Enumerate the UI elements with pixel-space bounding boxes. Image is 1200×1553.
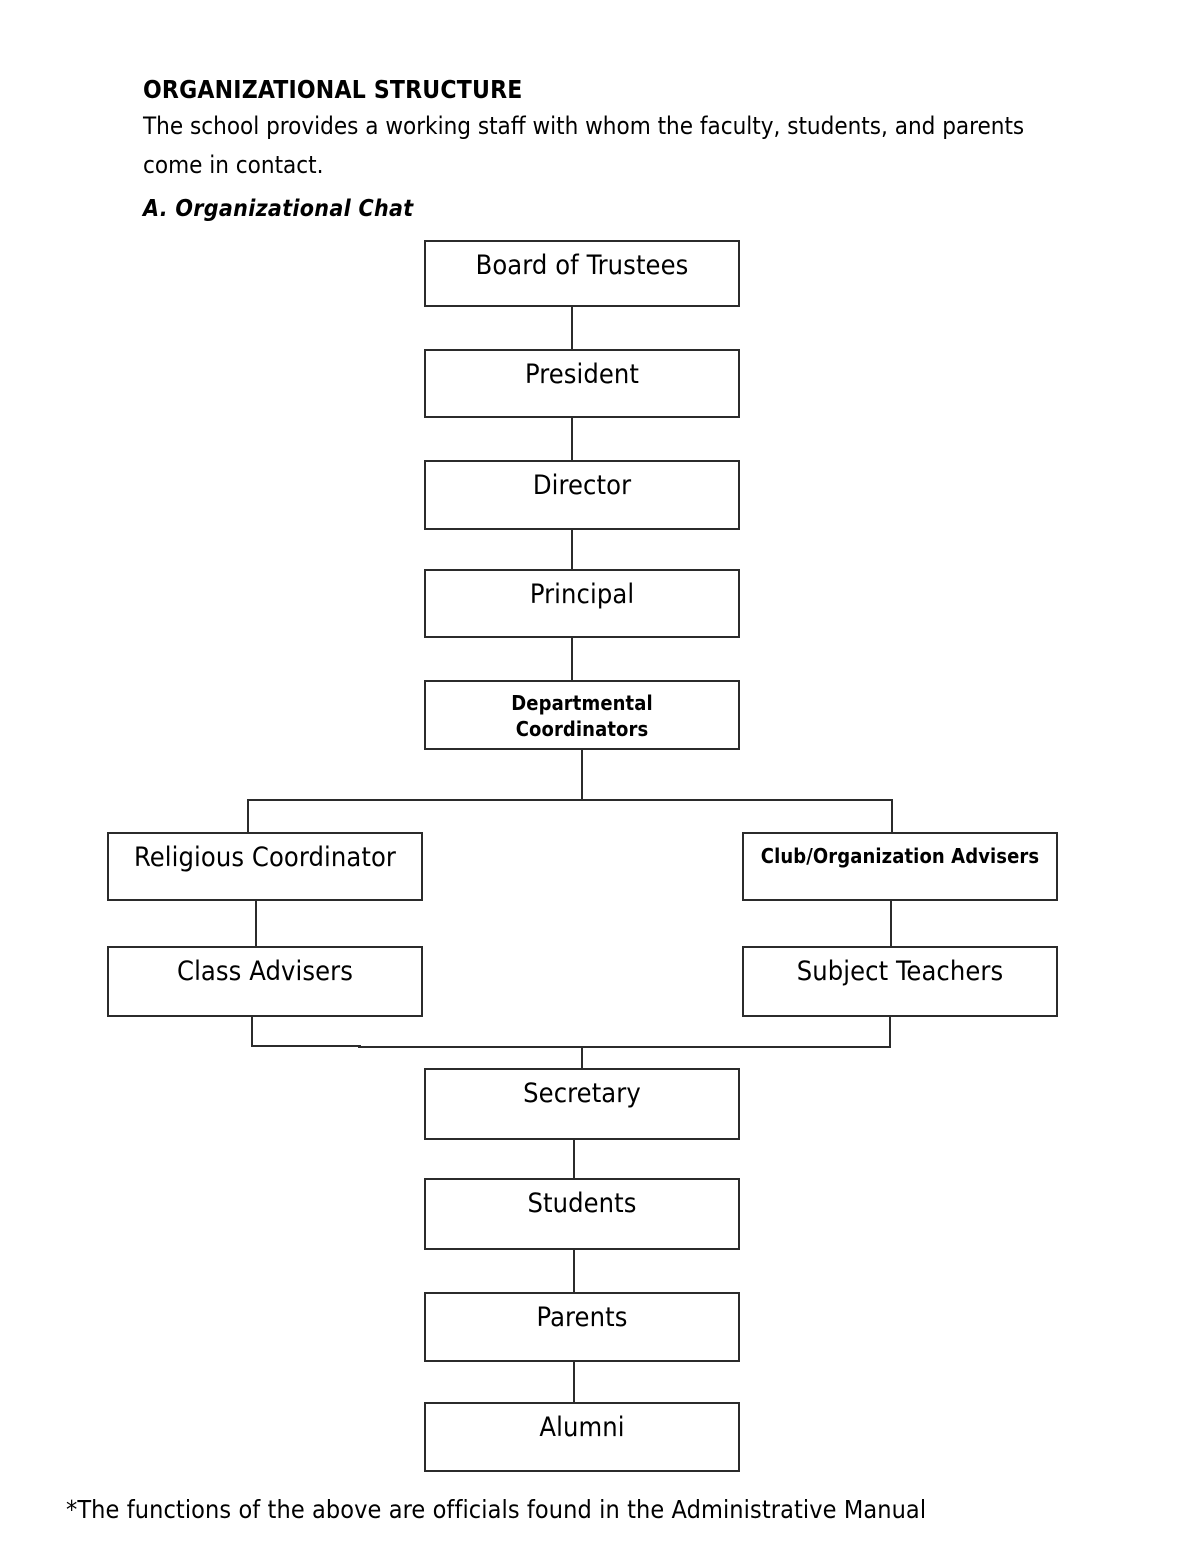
heading-block: ORGANIZATIONAL STRUCTURE The school prov…	[143, 75, 1073, 185]
node-label-line-2: Coordinators	[515, 717, 649, 742]
connector-director-to-principal	[571, 530, 573, 569]
node-class-advisers: Class Advisers	[107, 946, 423, 1017]
connector-split-to-club-organization-advisers	[891, 799, 893, 832]
node-subject-teachers: Subject Teachers	[742, 946, 1058, 1017]
node-label: Departmental Coordinators	[426, 682, 738, 743]
node-label: Class Advisers	[177, 956, 353, 987]
footnote: *The functions of the above are official…	[66, 1495, 927, 1524]
connector-deptcoord-split-rail	[247, 799, 893, 801]
node-label: Director	[532, 470, 632, 501]
node-president: President	[424, 349, 740, 418]
node-students: Students	[424, 1178, 740, 1250]
connector-merge-rail-left	[251, 1045, 361, 1047]
node-label: Club/Organization Advisers	[760, 844, 1040, 868]
node-label: Students	[527, 1188, 637, 1219]
connector-parents-to-alumni	[573, 1362, 575, 1402]
connector-merge-to-secretary	[581, 1046, 583, 1068]
node-alumni: Alumni	[424, 1402, 740, 1472]
node-label: Religious Coordinator	[133, 842, 396, 873]
node-label: Alumni	[539, 1412, 625, 1443]
connector-president-to-director	[571, 418, 573, 460]
connector-deptcoord-stem	[581, 750, 583, 800]
connector-religious-to-class-advisers	[255, 901, 257, 946]
connector-principal-to-departmental-coordinators	[571, 638, 573, 680]
connector-club-to-subject-teachers	[890, 901, 892, 946]
node-label: Secretary	[523, 1078, 641, 1109]
connector-class-advisers-drop	[251, 1017, 253, 1047]
node-label: Subject Teachers	[796, 956, 1004, 987]
node-parents: Parents	[424, 1292, 740, 1362]
connector-split-to-religious-coordinator	[247, 799, 249, 832]
node-label: Board of Trustees	[475, 250, 689, 281]
connector-secretary-to-students	[573, 1140, 575, 1178]
connector-subject-teachers-drop	[889, 1017, 891, 1047]
node-label-line-1: Departmental	[511, 691, 653, 715]
node-principal: Principal	[424, 569, 740, 638]
node-departmental-coordinators: Departmental Coordinators	[424, 680, 740, 750]
connector-students-to-parents	[573, 1250, 575, 1292]
connector-board-to-president	[571, 307, 573, 349]
page-title: ORGANIZATIONAL STRUCTURE	[143, 75, 523, 104]
node-board-of-trustees: Board of Trustees	[424, 240, 740, 307]
intro-paragraph: The school provides a working staff with…	[143, 111, 1025, 179]
node-director: Director	[424, 460, 740, 530]
node-label: President	[524, 359, 640, 390]
node-label: Parents	[536, 1302, 628, 1333]
connector-merge-rail-main	[358, 1046, 891, 1048]
node-club-organization-advisers: Club/Organization Advisers	[742, 832, 1058, 901]
node-religious-coordinator: Religious Coordinator	[107, 832, 423, 901]
node-secretary: Secretary	[424, 1068, 740, 1140]
node-label: Principal	[529, 579, 635, 610]
section-label-organizational-chat: A. Organizational Chat	[143, 196, 414, 222]
